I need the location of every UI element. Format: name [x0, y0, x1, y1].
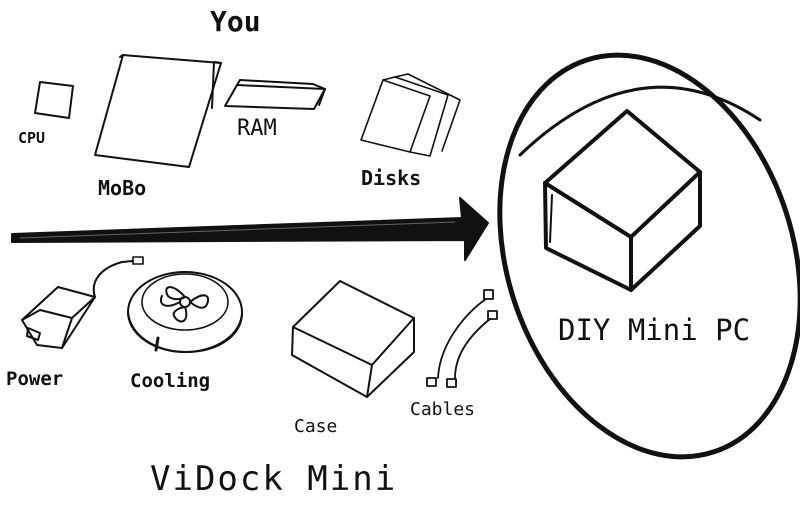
mobo-label: MoBo — [98, 178, 146, 198]
cables-label: Cables — [410, 401, 475, 419]
result-label: DIY Mini PC — [558, 316, 750, 345]
disks-label: Disks — [361, 168, 421, 188]
ram-stick-icon — [225, 80, 325, 109]
case-box-icon — [292, 281, 414, 397]
cpu-chip-icon — [35, 82, 73, 118]
top-group-label: You — [210, 8, 261, 36]
ram-label: RAM — [237, 118, 277, 140]
cooling-label: Cooling — [130, 372, 210, 391]
case-label: Case — [294, 418, 337, 436]
cable-icon — [427, 290, 497, 387]
fan-icon — [128, 272, 242, 352]
power-label: Power — [6, 370, 63, 389]
power-brick-icon — [22, 257, 143, 348]
cube-icon — [545, 111, 700, 290]
arrow-right-icon — [12, 198, 488, 260]
cpu-label: CPU — [18, 131, 45, 146]
result-circle — [450, 16, 800, 496]
bottom-group-label: ViDock Mini — [150, 462, 397, 496]
motherboard-icon — [95, 55, 221, 167]
disk-drive-icon — [361, 74, 460, 156]
